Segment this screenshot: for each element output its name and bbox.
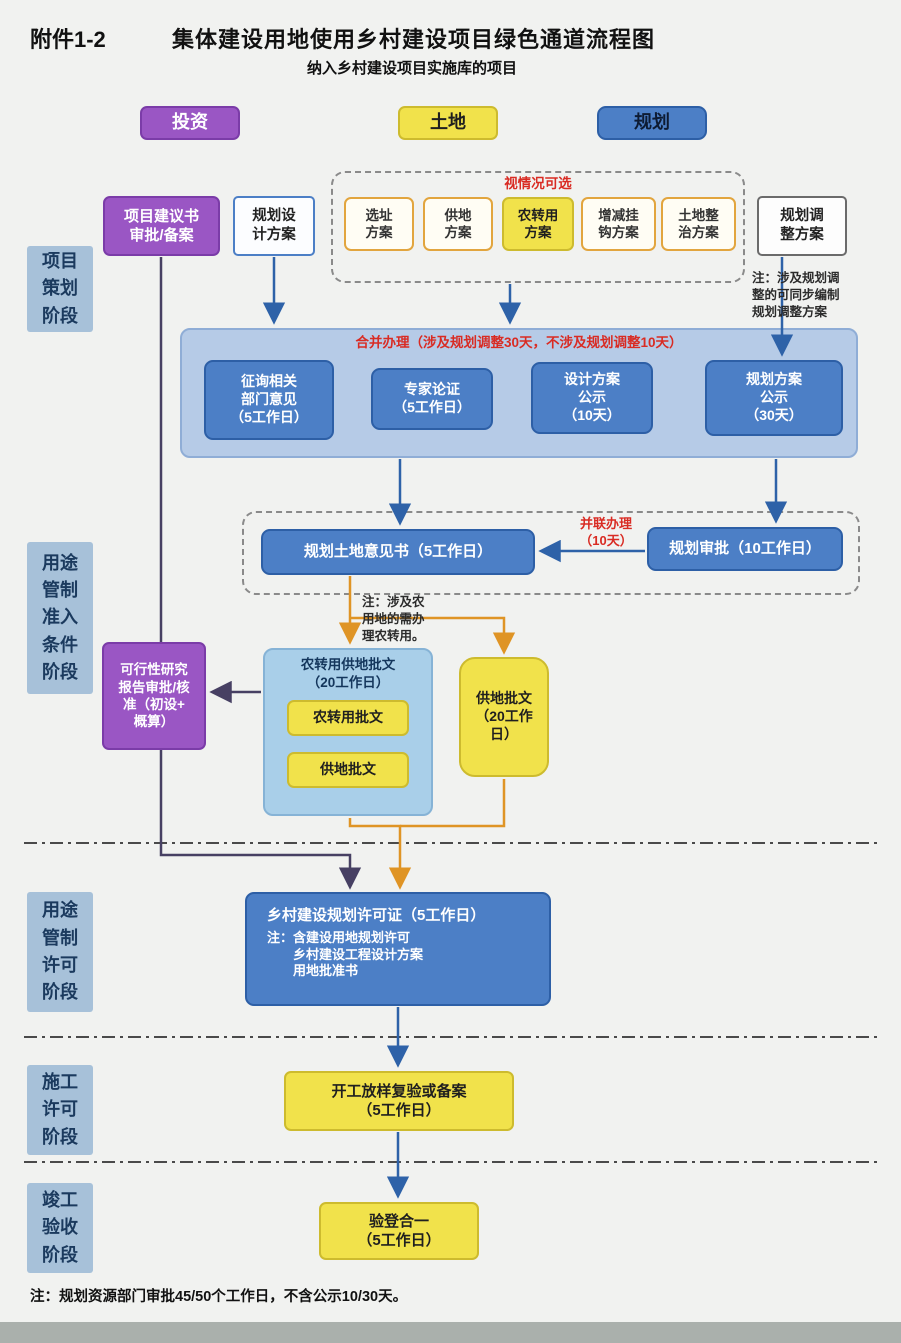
photo-bottom-edge bbox=[0, 1322, 901, 1343]
node-supply-approval-20days: 供地批文 （20工作 日） bbox=[459, 657, 549, 777]
village-permit-title: 乡村建设规划许可证（5工作日） bbox=[267, 907, 486, 924]
conversion-supply-group-title: 农转用供地批文 （20工作日） bbox=[300, 657, 396, 691]
stage-project-planning: 项目 策划 阶段 bbox=[27, 246, 93, 332]
node-village-planning-permit: 乡村建设规划许可证（5工作日） 注：含建设用地规划许可 乡村建设工程设计方案 用… bbox=[245, 892, 551, 1006]
node-plan-publicity: 规划方案 公示 （30天） bbox=[705, 360, 843, 436]
node-land-supply-scheme: 供地 方案 bbox=[423, 197, 493, 251]
node-feasibility-study: 可行性研究 报告审批/核 准（初设+ 概算） bbox=[102, 642, 206, 750]
optional-group-label: 视情况可选 bbox=[504, 176, 572, 191]
merged-handling-label: 合并办理（涉及规划调整30天，不涉及规划调整10天） bbox=[355, 335, 683, 350]
legend-planning: 规划 bbox=[597, 106, 707, 140]
stage-construction-permit: 施工 许可 阶段 bbox=[27, 1065, 93, 1155]
node-supply-approval-doc: 供地批文 bbox=[287, 752, 409, 788]
node-planning-land-opinion: 规划土地意见书（5工作日） bbox=[261, 529, 535, 575]
stage-use-control-access: 用途 管制 准入 条件 阶段 bbox=[27, 542, 93, 694]
legend-land: 土地 bbox=[398, 106, 498, 140]
page-title: 集体建设用地使用乡村建设项目绿色通道流程图 bbox=[172, 27, 656, 52]
village-permit-note: 注：含建设用地规划许可 乡村建设工程设计方案 用地批准书 bbox=[267, 930, 424, 979]
legend-investment: 投资 bbox=[140, 106, 240, 140]
node-design-publicity: 设计方案 公示 （10天） bbox=[531, 362, 653, 434]
plan-adjustment-note: 注：涉及规划调 整的可同步编制 规划调整方案 bbox=[752, 271, 840, 319]
node-project-proposal: 项目建议书 审批/备案 bbox=[103, 196, 220, 256]
node-start-survey-recheck: 开工放样复验或备案 （5工作日） bbox=[284, 1071, 514, 1131]
optional-schemes-group bbox=[331, 171, 745, 283]
node-plan-adjustment-scheme: 规划调 整方案 bbox=[757, 196, 847, 256]
farmland-conversion-note: 注：涉及农 用地的需办 理农转用。 bbox=[362, 595, 425, 643]
node-increase-decrease-link-scheme: 增减挂 钩方案 bbox=[581, 197, 656, 251]
node-farmland-conversion-scheme: 农转用 方案 bbox=[502, 197, 574, 251]
stage-use-control-permit: 用途 管制 许可 阶段 bbox=[27, 892, 93, 1012]
footnote: 注：规划资源部门审批45/50个工作日，不含公示10/30天。 bbox=[30, 1289, 408, 1305]
stage-completion-acceptance: 竣工 验收 阶段 bbox=[27, 1183, 93, 1273]
node-conversion-approval-doc: 农转用批文 bbox=[287, 700, 409, 736]
parallel-handling-label: 并联办理 （10天） bbox=[579, 516, 633, 548]
node-land-remediation-scheme: 土地整 治方案 bbox=[661, 197, 736, 251]
node-planning-approval: 规划审批（10工作日） bbox=[647, 527, 843, 571]
node-acceptance-registration: 验登合一 （5工作日） bbox=[319, 1202, 479, 1260]
page-subtitle: 纳入乡村建设项目实施库的项目 bbox=[307, 60, 518, 77]
node-consult-departments: 征询相关 部门意见 （5工作日） bbox=[204, 360, 334, 440]
node-expert-review: 专家论证 （5工作日） bbox=[371, 368, 493, 430]
attachment-number: 附件1-2 bbox=[30, 27, 106, 52]
node-site-selection-scheme: 选址 方案 bbox=[344, 197, 414, 251]
node-planning-design-scheme: 规划设 计方案 bbox=[233, 196, 315, 256]
